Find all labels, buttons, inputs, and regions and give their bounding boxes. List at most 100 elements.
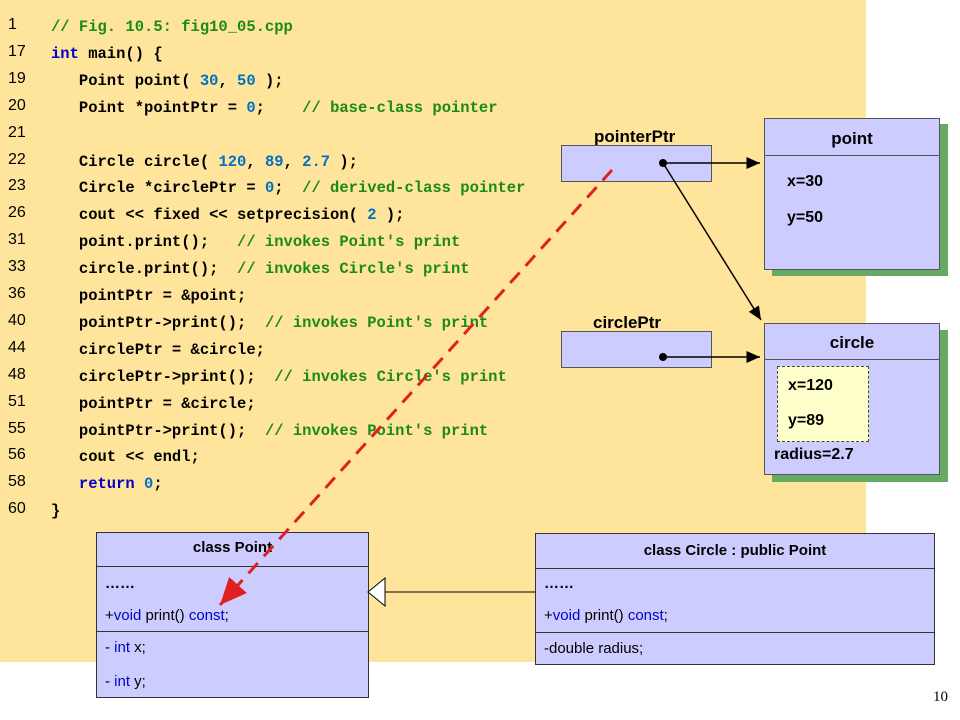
line-number: 33 (8, 258, 26, 276)
code-token: int (51, 44, 79, 63)
code-token: 120 (218, 152, 247, 171)
code-token: ); (330, 152, 358, 171)
code-token: circlePtr = &circle; (51, 340, 265, 359)
line-number: 60 (8, 500, 26, 518)
method-end: ; (663, 607, 668, 624)
code-text: pointPtr = &circle; (51, 395, 256, 413)
code-token: , (283, 152, 303, 171)
method-const: const (188, 607, 225, 624)
method-return-type: void (113, 607, 142, 624)
uml-class-circle: class Circle : public Point …… +void pri… (535, 533, 935, 665)
code-line: 40 pointPtr->print(); // invokes Point's… (0, 312, 866, 340)
code-text: circle.print(); // invokes Circle's prin… (51, 260, 470, 278)
line-number: 31 (8, 231, 26, 249)
code-token: ; (255, 98, 303, 117)
uml-point-ellipsis: …… (105, 575, 135, 592)
point-object-title: point (831, 129, 873, 148)
circleptr-label: circlePtr (593, 313, 662, 332)
line-number: 17 (8, 42, 26, 60)
code-token: pointPtr = &point; (51, 287, 247, 305)
code-text: int main() { (51, 45, 163, 63)
code-token: cout << fixed << setprecision( (51, 206, 368, 225)
method-name: print() (141, 607, 189, 624)
pointerptr-to-circle-arrow (662, 162, 762, 321)
circleptr-box (561, 331, 712, 368)
code-token: 89 (264, 152, 284, 171)
uml-point-field-x: - int x; (105, 639, 146, 656)
code-text: Circle *circlePtr = 0; // derived-class … (51, 179, 526, 198)
method-visibility: + (544, 607, 553, 624)
code-token: Point *pointPtr = (51, 98, 247, 117)
line-number: 26 (8, 204, 26, 222)
code-token: Circle circle( (51, 152, 219, 171)
line-number: 51 (8, 392, 26, 410)
code-token: , (246, 152, 265, 171)
code-token: return (78, 475, 135, 494)
code-line: 44 circlePtr = &circle; (0, 338, 866, 367)
line-number: 23 (8, 177, 26, 195)
field-name: y; (130, 673, 146, 690)
code-line: 58 return 0; (0, 473, 866, 501)
code-token: , (218, 71, 238, 90)
code-line: 19 Point point( 30, 50 ); (0, 70, 866, 98)
point-y-field: y=50 (787, 209, 824, 226)
inheritance-arrowhead (367, 576, 386, 608)
code-line: 36 pointPtr = &point; (0, 285, 866, 313)
circle-object: circle x=120 y=89 radius=2.7 (764, 323, 940, 475)
point-object-divider (765, 155, 939, 156)
code-text: return 0; (51, 475, 163, 493)
uml-point-separator-1 (97, 566, 368, 567)
code-token: Point point( (51, 71, 200, 90)
code-token: pointPtr->print(); (51, 313, 265, 332)
code-line: 31 point.print(); // invokes Point's pri… (0, 231, 866, 259)
code-token: // Fig. 10.5: fig10_05.cpp (51, 18, 293, 36)
uml-circle-separator-2 (536, 632, 934, 633)
code-line: 26 cout << fixed << setprecision( 2 ); (0, 204, 866, 232)
line-number: 21 (8, 123, 26, 141)
code-line: 17 int main() { (0, 42, 866, 71)
method-visibility: + (105, 607, 114, 624)
code-token: // invokes Point's print (265, 422, 488, 440)
code-line: 22 Circle circle( 120, 89, 2.7 ); (0, 151, 866, 179)
code-line: 51 pointPtr = &circle; (0, 392, 866, 421)
code-line: 33 circle.print(); // invokes Circle's p… (0, 258, 866, 286)
method-return-type: void (552, 607, 581, 624)
line-number: 44 (8, 338, 26, 356)
pointerptr-label: pointerPtr (594, 127, 676, 146)
point-x-field: x=30 (787, 173, 824, 190)
code-line: 21 (0, 123, 866, 152)
code-token: pointPtr = &circle; (51, 394, 256, 413)
code-text: circlePtr = &circle; (51, 341, 265, 359)
point-object: point x=30 y=50 (764, 118, 940, 270)
code-token: // invokes Point's print (237, 233, 461, 252)
code-text: circlePtr->print(); // invokes Circle's … (51, 368, 507, 386)
uml-circle-method: +void print() const; (544, 607, 668, 624)
line-number: 20 (8, 96, 26, 114)
code-token: circlePtr->print(); (51, 367, 275, 386)
page-number: 10 (933, 689, 948, 705)
circle-object-divider (765, 359, 939, 360)
uml-circle-separator-1 (536, 568, 934, 569)
field-type: int (114, 673, 131, 690)
code-token: 2.7 (302, 152, 331, 171)
line-number: 48 (8, 365, 26, 383)
method-name: print() (580, 607, 628, 624)
code-line: 23 Circle *circlePtr = 0; // derived-cla… (0, 177, 866, 205)
field-name: x; (130, 639, 146, 656)
uml-circle-title: class Circle : public Point (643, 542, 827, 559)
uml-circle-field-radius: -double radius; (544, 640, 644, 657)
code-token: circle.print(); (51, 260, 238, 279)
code-token: main() { (78, 44, 163, 63)
code-token: // invokes Circle's print (274, 367, 507, 386)
code-line: 60} (0, 500, 866, 528)
code-text: Point point( 30, 50 ); (51, 72, 284, 90)
code-text: Point *pointPtr = 0; // base-class point… (51, 99, 498, 117)
field-type: int (114, 639, 131, 656)
code-text: pointPtr->print(); // invokes Point's pr… (51, 314, 488, 332)
code-token: // invokes Point's print (264, 313, 489, 332)
code-token: ); (376, 206, 405, 225)
code-token: } (51, 502, 61, 521)
code-token: Circle *circlePtr = (51, 179, 265, 198)
code-token: 0 (246, 98, 256, 117)
line-number: 58 (8, 473, 26, 491)
